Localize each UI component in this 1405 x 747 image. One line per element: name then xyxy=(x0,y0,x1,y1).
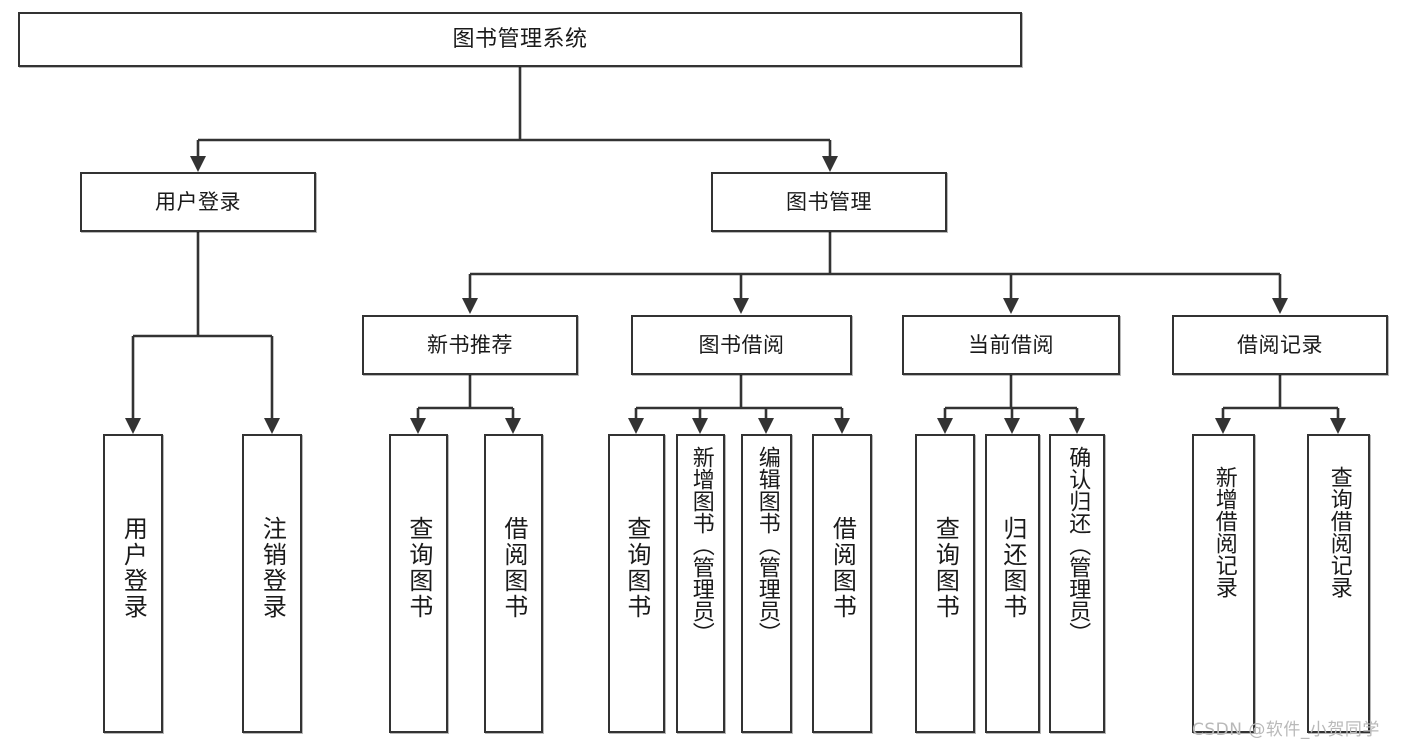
node-leaf-query-borrow-record[interactable]: 查询借阅记录 xyxy=(1307,434,1370,733)
node-leaf-query-book-current-label: 查询图书 xyxy=(931,516,960,620)
node-new-book-recommend[interactable]: 新书推荐 xyxy=(362,315,578,375)
node-leaf-return-book-label: 归还图书 xyxy=(998,516,1027,620)
node-root-label: 图书管理系统 xyxy=(452,26,588,52)
node-current-borrow[interactable]: 当前借阅 xyxy=(902,315,1120,375)
node-leaf-add-borrow-record-label: 新增借阅记录 xyxy=(1211,466,1237,598)
node-leaf-add-book-admin-label: 新增图书（管理员） xyxy=(688,446,714,644)
node-leaf-query-book-rec-label: 查询图书 xyxy=(404,516,433,620)
node-root[interactable]: 图书管理系统 xyxy=(18,12,1022,67)
node-leaf-add-book-admin[interactable]: 新增图书（管理员） xyxy=(676,434,725,733)
node-borrow-record-label: 借阅记录 xyxy=(1237,332,1323,357)
node-leaf-user-login[interactable]: 用户登录 xyxy=(103,434,163,733)
node-leaf-query-book-borrow[interactable]: 查询图书 xyxy=(608,434,665,733)
node-leaf-borrow-book-rec-label: 借阅图书 xyxy=(499,516,528,620)
node-borrow-record[interactable]: 借阅记录 xyxy=(1172,315,1388,375)
node-user-login-label: 用户登录 xyxy=(155,189,241,214)
node-leaf-edit-book-admin-label: 编辑图书（管理员） xyxy=(754,446,780,644)
node-leaf-user-login-label: 用户登录 xyxy=(119,516,148,620)
node-leaf-add-borrow-record[interactable]: 新增借阅记录 xyxy=(1192,434,1255,733)
node-leaf-query-book-current[interactable]: 查询图书 xyxy=(915,434,975,733)
node-book-manage[interactable]: 图书管理 xyxy=(711,172,947,232)
node-leaf-query-book-borrow-label: 查询图书 xyxy=(622,516,651,620)
node-leaf-logout[interactable]: 注销登录 xyxy=(242,434,302,733)
node-book-borrow[interactable]: 图书借阅 xyxy=(631,315,852,375)
node-new-book-recommend-label: 新书推荐 xyxy=(427,332,513,357)
node-leaf-borrow-book-borrow[interactable]: 借阅图书 xyxy=(812,434,872,733)
node-leaf-query-book-rec[interactable]: 查询图书 xyxy=(389,434,448,733)
node-book-borrow-label: 图书借阅 xyxy=(698,332,785,357)
node-leaf-return-book[interactable]: 归还图书 xyxy=(985,434,1040,733)
node-leaf-confirm-return-admin-label: 确认归还（管理员） xyxy=(1065,446,1091,644)
node-current-borrow-label: 当前借阅 xyxy=(968,332,1054,357)
node-leaf-confirm-return-admin[interactable]: 确认归还（管理员） xyxy=(1049,434,1105,733)
node-leaf-query-borrow-record-label: 查询借阅记录 xyxy=(1326,466,1352,598)
node-leaf-logout-label: 注销登录 xyxy=(258,516,287,620)
node-book-manage-label: 图书管理 xyxy=(786,189,872,214)
node-leaf-edit-book-admin[interactable]: 编辑图书（管理员） xyxy=(741,434,792,733)
node-user-login[interactable]: 用户登录 xyxy=(80,172,316,232)
node-leaf-borrow-book-borrow-label: 借阅图书 xyxy=(828,516,857,620)
watermark-text: CSDN @软件_小贺同学 xyxy=(1192,720,1380,740)
node-leaf-borrow-book-rec[interactable]: 借阅图书 xyxy=(484,434,543,733)
